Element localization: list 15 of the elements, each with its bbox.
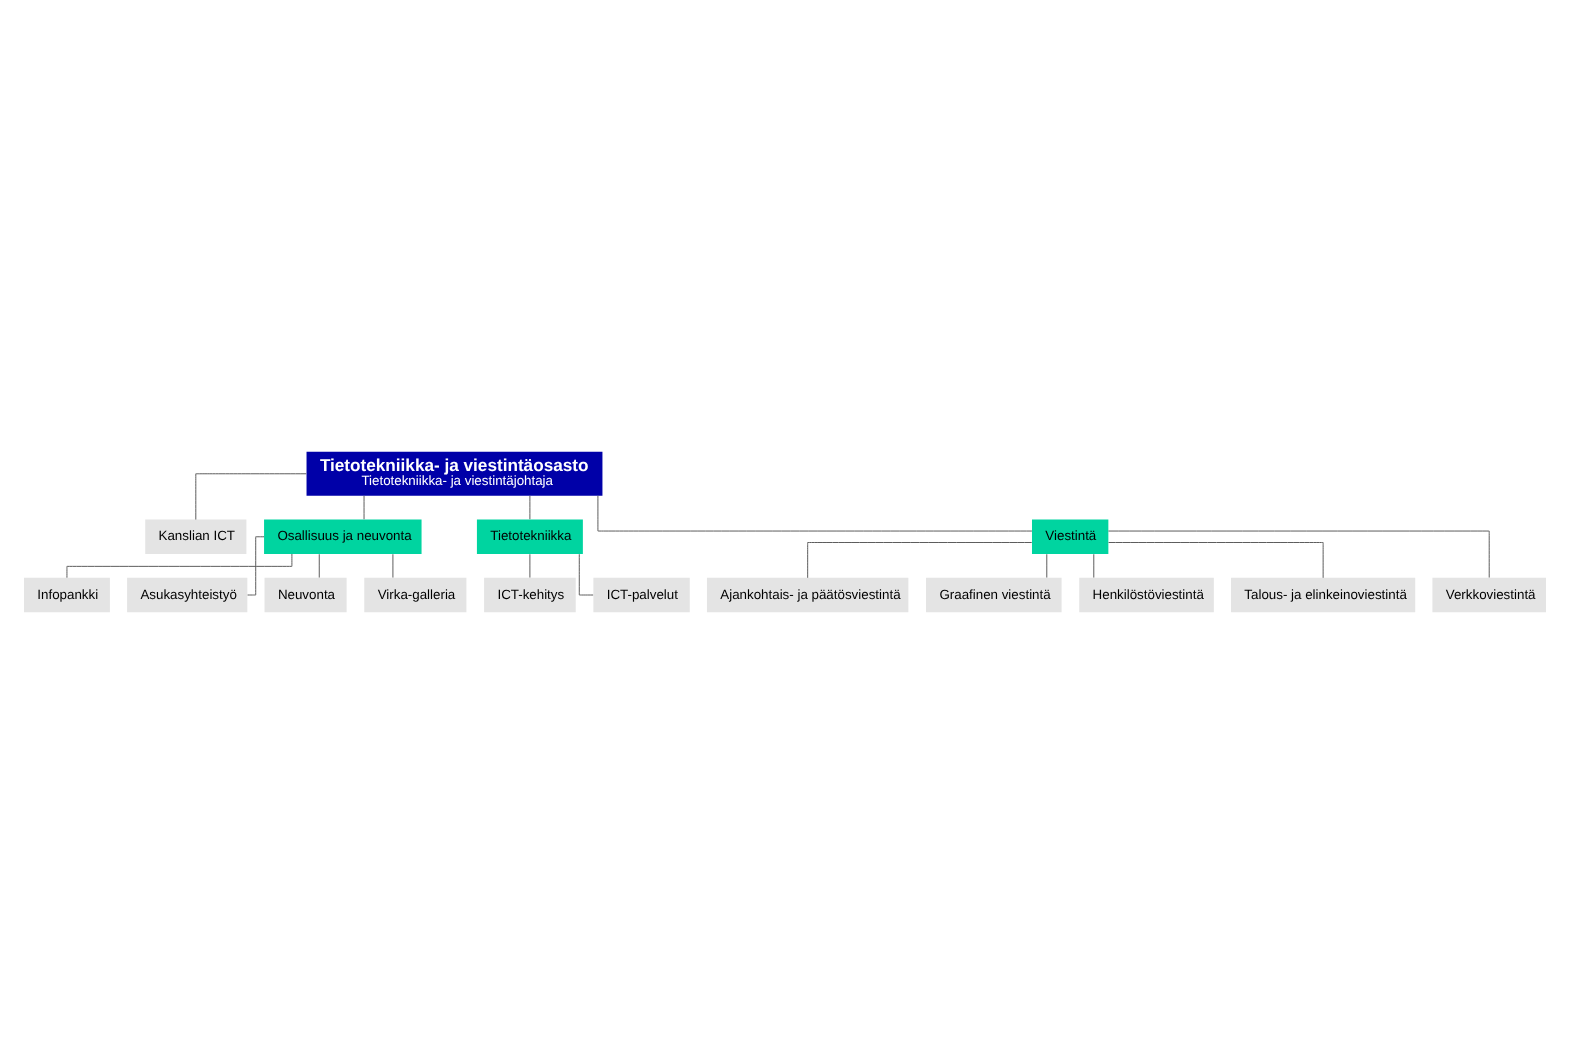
connector <box>1108 530 1490 578</box>
connector <box>66 553 293 579</box>
connector <box>529 495 531 520</box>
connector <box>1046 553 1048 578</box>
connector <box>392 553 394 578</box>
connector <box>529 553 531 578</box>
connector <box>247 536 265 596</box>
connector <box>195 473 307 521</box>
connector <box>578 553 594 596</box>
connector <box>318 553 320 578</box>
connector <box>1093 553 1095 578</box>
connector <box>807 542 1033 579</box>
connector <box>597 495 1033 532</box>
connector <box>1108 542 1324 579</box>
connector <box>363 495 365 520</box>
